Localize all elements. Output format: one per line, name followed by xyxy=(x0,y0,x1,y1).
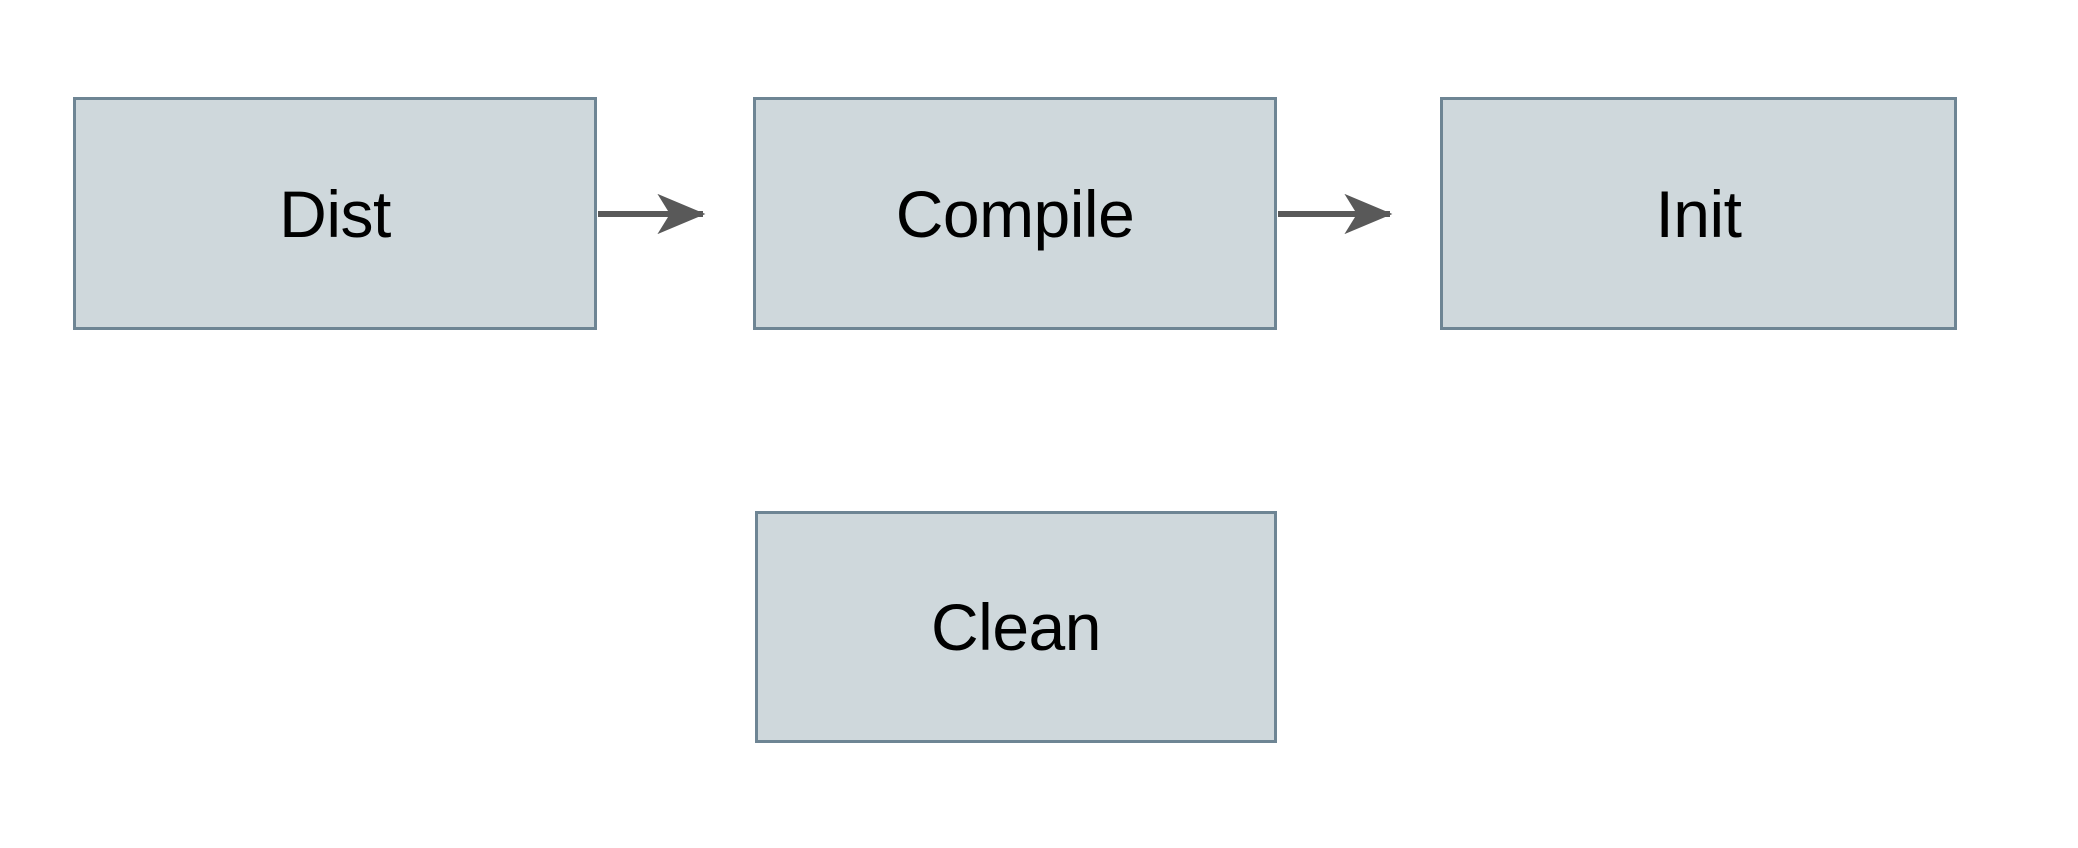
node-label: Clean xyxy=(931,590,1101,664)
node-init[interactable]: Init xyxy=(1440,97,1957,330)
node-compile[interactable]: Compile xyxy=(753,97,1277,330)
node-label: Compile xyxy=(895,176,1135,251)
node-clean[interactable]: Clean xyxy=(755,511,1277,743)
node-label: Dist xyxy=(279,176,391,251)
node-dist[interactable]: Dist xyxy=(73,97,597,330)
node-label: Init xyxy=(1655,176,1742,251)
